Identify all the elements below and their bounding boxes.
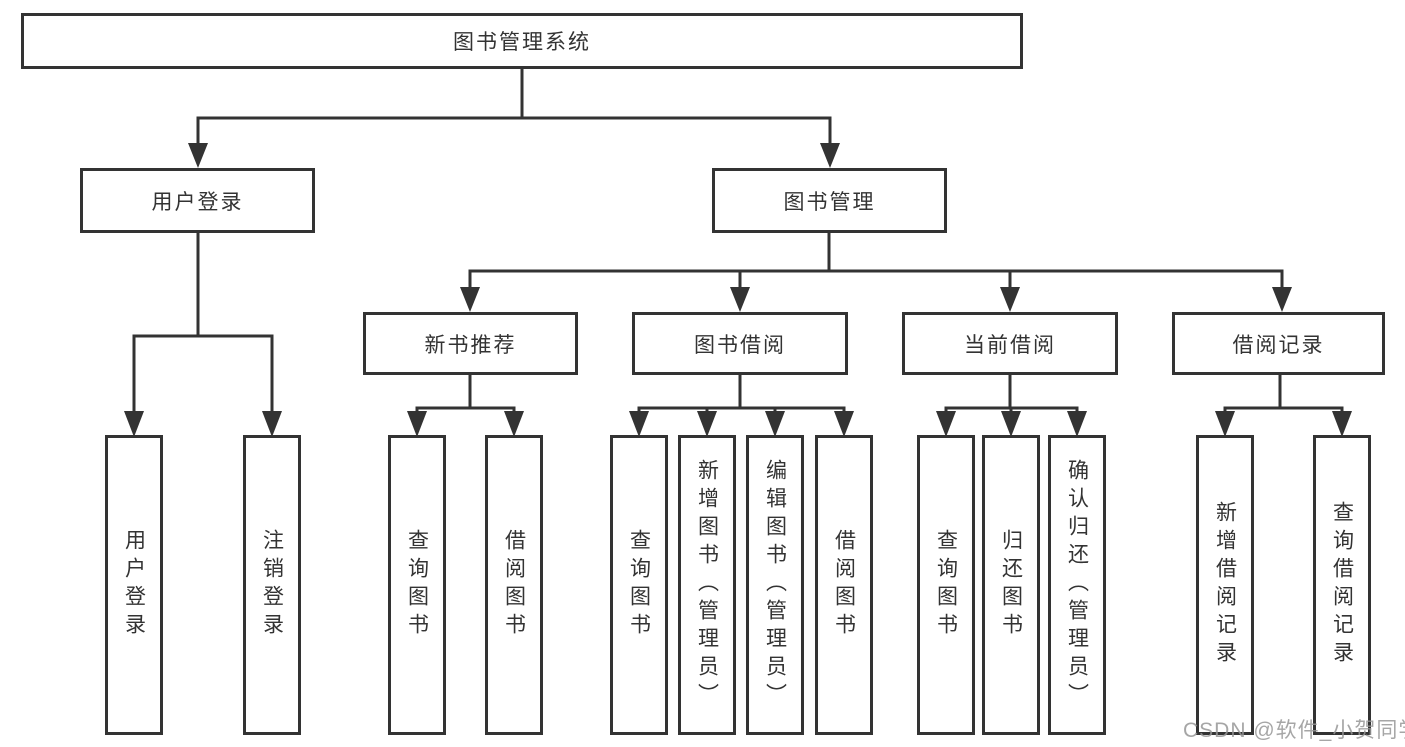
node-edit-book-admin: 编辑图书（管理员） bbox=[746, 435, 804, 735]
node-query-books-recommend: 查询图书 bbox=[388, 435, 446, 735]
node-label: 当前借阅 bbox=[964, 333, 1056, 357]
node-current-borrowing: 当前借阅 bbox=[902, 312, 1118, 375]
node-label: 图书借阅 bbox=[694, 333, 786, 357]
node-label: 新增图书（管理员） bbox=[695, 459, 719, 711]
node-library-management-system: 图书管理系统 bbox=[21, 13, 1023, 69]
node-label: 借阅记录 bbox=[1232, 333, 1325, 357]
node-borrowing-records: 借阅记录 bbox=[1172, 312, 1385, 375]
node-label: 新增借阅记录 bbox=[1213, 501, 1237, 669]
node-label: 归还图书 bbox=[999, 529, 1023, 641]
node-add-book-admin: 新增图书（管理员） bbox=[678, 435, 736, 735]
node-label: 注销登录 bbox=[260, 529, 284, 641]
node-label: 确认归还（管理员） bbox=[1065, 459, 1089, 711]
node-label: 图书管理 bbox=[783, 190, 876, 214]
node-borrow-books-recommend: 借阅图书 bbox=[485, 435, 543, 735]
node-label: 查询借阅记录 bbox=[1330, 501, 1354, 669]
node-confirm-return-admin: 确认归还（管理员） bbox=[1048, 435, 1106, 735]
node-label: 借阅图书 bbox=[832, 529, 856, 641]
node-book-borrowing: 图书借阅 bbox=[632, 312, 848, 375]
node-user-login-module: 用户登录 bbox=[80, 168, 315, 233]
node-borrow-books-borrowing: 借阅图书 bbox=[815, 435, 873, 735]
node-logout: 注销登录 bbox=[243, 435, 301, 735]
node-label: 图书管理系统 bbox=[453, 31, 591, 54]
csdn-watermark: CSDN @软件_小贺同学 bbox=[1183, 719, 1405, 742]
node-add-borrow-record: 新增借阅记录 bbox=[1196, 435, 1254, 735]
node-label: 查询图书 bbox=[405, 529, 429, 641]
node-return-book: 归还图书 bbox=[982, 435, 1040, 735]
node-user-login: 用户登录 bbox=[105, 435, 163, 735]
node-new-book-recommend: 新书推荐 bbox=[363, 312, 578, 375]
node-book-management: 图书管理 bbox=[712, 168, 947, 233]
node-label: 查询图书 bbox=[934, 529, 958, 641]
node-label: 新书推荐 bbox=[424, 333, 517, 357]
node-query-books-borrowing: 查询图书 bbox=[610, 435, 668, 735]
node-query-borrow-record: 查询借阅记录 bbox=[1313, 435, 1371, 735]
node-query-books-current: 查询图书 bbox=[917, 435, 975, 735]
arrowheads bbox=[124, 143, 1352, 437]
node-label: 用户登录 bbox=[151, 190, 244, 214]
node-label: 查询图书 bbox=[627, 529, 651, 641]
node-label: 用户登录 bbox=[122, 529, 146, 641]
node-label: 编辑图书（管理员） bbox=[763, 459, 787, 711]
node-label: 借阅图书 bbox=[502, 529, 526, 641]
